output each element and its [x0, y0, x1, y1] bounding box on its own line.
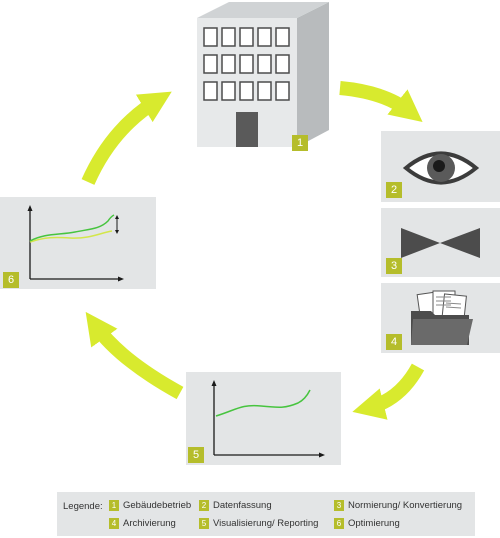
step-badge-2: 2: [386, 182, 402, 198]
building-icon: [197, 2, 329, 147]
legend-number-4: 4: [109, 518, 119, 529]
legend-number-5: 5: [199, 518, 209, 529]
arrow-4-to-5: [352, 363, 425, 420]
legend-number-2: 2: [199, 500, 209, 511]
arrow-1-to-2: [339, 81, 423, 123]
step-box-5: 5: [186, 372, 341, 465]
legend-item-2: 2 Datenfassung: [199, 500, 272, 511]
legend-number-6: 6: [334, 518, 344, 529]
legend-label-3: Normierung/ Konvertierung: [348, 500, 463, 511]
legend-label-1: Gebäudebetrieb: [123, 500, 192, 511]
step-box-3: 3: [381, 208, 500, 277]
legend-label-4: Archivierung: [123, 518, 176, 529]
legend-number-1: 1: [109, 500, 119, 511]
legend-item-5: 5 Visualisierung/ Reporting: [199, 518, 318, 529]
legend-number-3: 3: [334, 500, 344, 511]
eye-icon: [402, 151, 480, 185]
line-chart-icon: [211, 380, 325, 458]
step-badge-6: 6: [3, 272, 19, 288]
step-box-4: 4: [381, 283, 500, 353]
arrow-6-to-1: [81, 91, 172, 185]
legend-title: Legende:: [63, 501, 103, 512]
arrow-5-to-6: [85, 311, 184, 400]
legend-label-5: Visualisierung/ Reporting: [213, 518, 319, 529]
legend-item-1: 1 Gebäudebetrieb: [109, 500, 191, 511]
legend-label-6: Optimierung: [348, 518, 400, 529]
legend-item-3: 3 Normierung/ Konvertierung: [334, 500, 462, 511]
legend-item-6: 6 Optimierung: [334, 518, 400, 529]
legend-item-4: 4 Archivierung: [109, 518, 176, 529]
step-box-6: 6: [0, 197, 156, 289]
optimization-chart-icon: [27, 205, 124, 282]
legend: Legende: 1 Gebäudebetrieb 2 Datenfassung…: [57, 492, 475, 536]
folder-documents-icon: [411, 290, 473, 345]
step-badge-5: 5: [188, 447, 204, 463]
bowtie-icon: [401, 228, 480, 258]
step-badge-3: 3: [386, 258, 402, 274]
step-badge-1: 1: [292, 135, 308, 151]
step-box-2: 2: [381, 131, 500, 202]
legend-label-2: Datenfassung: [213, 500, 272, 511]
step-badge-4: 4: [386, 334, 402, 350]
